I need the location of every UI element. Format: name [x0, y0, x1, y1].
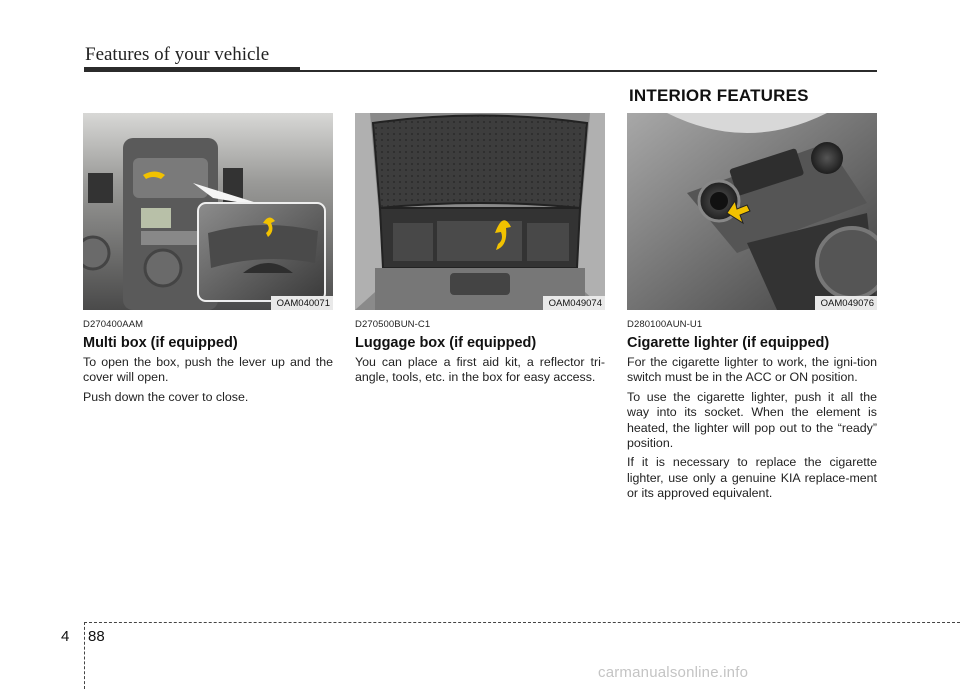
subsection-title: Cigarette lighter (if equipped) [627, 335, 830, 351]
paragraph: You can place a first aid kit, a reflect… [355, 355, 605, 385]
section-heading: INTERIOR FEATURES [629, 86, 809, 105]
body-text: You can place a first aid kit, a reflect… [355, 355, 605, 386]
figure-multi-box: OAM040071 [83, 113, 333, 310]
subsection-title: Luggage box (if equipped) [355, 335, 537, 351]
footer-rule [84, 622, 960, 623]
paragraph: To open the box, push the lever up and t… [83, 355, 333, 385]
cigarette-lighter-photo [627, 113, 877, 310]
page-section-number: 4 [61, 628, 70, 645]
paragraph: To use the cigarette lighter, push it al… [627, 389, 877, 451]
column-luggage-box: OAM049074 D270500BUN-C1 Luggage box (if … [355, 113, 605, 390]
reference-code: D270400AAM [83, 319, 144, 330]
body-text: For the cigarette lighter to work, the i… [627, 355, 877, 502]
paragraph: If it is necessary to replace the cigare… [627, 455, 877, 501]
paragraph: For the cigarette lighter to work, the i… [627, 355, 877, 385]
multi-box-photo [83, 113, 333, 310]
figure-cigarette-lighter: OAM049076 [627, 113, 877, 310]
column-multi-box: OAM040071 D270400AAM Multi box (if equip… [83, 113, 333, 409]
reference-code: D280100AUN-U1 [627, 319, 703, 330]
figure-code: OAM049074 [542, 296, 605, 310]
subsection-title: Multi box (if equipped) [83, 335, 238, 351]
paragraph: Push down the cover to close. [83, 389, 249, 404]
reference-code: D270500BUN-C1 [355, 319, 431, 330]
page-number: 88 [88, 628, 105, 645]
footer-vertical-rule [84, 622, 85, 689]
column-cigarette-lighter: OAM049076 D280100AUN-U1 Cigarette lighte… [627, 113, 877, 506]
figure-code: OAM049076 [814, 296, 877, 310]
header-rule-thick [84, 67, 300, 72]
header-rule-thin [300, 70, 877, 72]
luggage-box-photo [355, 113, 605, 310]
page-header-title: Features of your vehicle [85, 44, 270, 65]
watermark-text: carmanualsonline.info [598, 664, 749, 681]
figure-luggage-box: OAM049074 [355, 113, 605, 310]
body-text: To open the box, push the lever up and t… [83, 355, 333, 405]
figure-code: OAM040071 [270, 296, 333, 310]
